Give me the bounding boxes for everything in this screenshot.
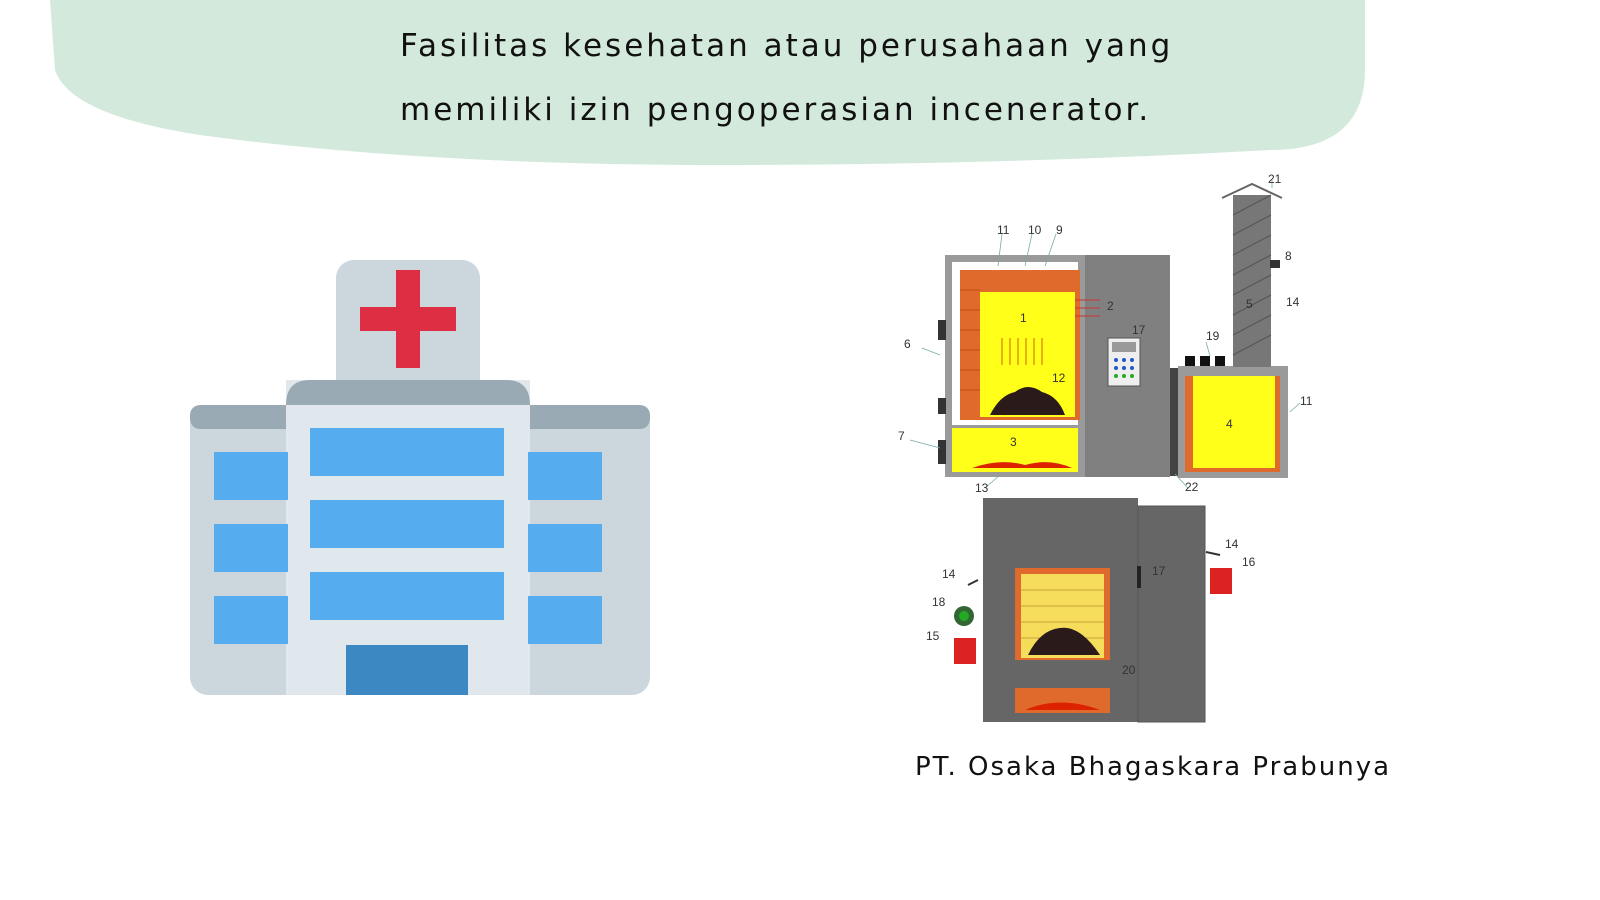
diagram-label-21: 21: [1268, 172, 1282, 186]
diagram-label-2: 2: [1107, 299, 1114, 313]
diagram-label-22: 22: [1185, 480, 1199, 494]
diagram-label-3: 3: [1010, 435, 1017, 449]
top-banner: Fasilitas kesehatan atau perusahaan yang…: [0, 0, 1600, 170]
diagram-label-18: 18: [932, 595, 946, 609]
diagram-label-10: 10: [1028, 223, 1042, 237]
hospital-icon: [190, 260, 650, 695]
diagram-label-15: 15: [926, 629, 940, 643]
diagram-label-6: 6: [904, 337, 911, 351]
diagram-label-17b: 17: [1152, 564, 1166, 578]
diagram-label-11a: 11: [997, 223, 1010, 237]
banner-text: Fasilitas kesehatan atau perusahaan yang…: [400, 14, 1200, 142]
diagram-label-12: 12: [1052, 371, 1066, 385]
incinerator-diagram: 11 10 9 1 2 17 19 6 12 3 7 13 22 4 11 5 …: [898, 172, 1313, 723]
diagram-label-9: 9: [1056, 223, 1063, 237]
diagram-label-16: 16: [1242, 555, 1256, 569]
diagram-label-7: 7: [898, 429, 905, 443]
company-caption: PT. Osaka Bhagaskara Prabunya: [915, 752, 1392, 782]
diagram-label-1: 1: [1020, 311, 1027, 325]
banner-line-2: memiliki izin pengoperasian incenerator.: [400, 92, 1152, 128]
diagram-label-14c: 14: [1225, 537, 1239, 551]
hospital-door: [346, 645, 468, 695]
diagram-label-14b: 14: [942, 567, 956, 581]
diagram-label-4: 4: [1226, 417, 1233, 431]
banner-line-1: Fasilitas kesehatan atau perusahaan yang: [400, 28, 1174, 64]
diagram-label-14a: 14: [1286, 295, 1300, 309]
diagram-label-20: 20: [1122, 663, 1136, 677]
banner-shape: [50, 0, 1365, 165]
diagram-label-11b: 11: [1300, 394, 1313, 408]
diagram-label-8: 8: [1285, 249, 1292, 263]
diagram-label-17a: 17: [1132, 323, 1146, 337]
diagram-label-5: 5: [1246, 297, 1253, 311]
diagram-label-13: 13: [975, 481, 989, 495]
diagram-label-19: 19: [1206, 329, 1220, 343]
